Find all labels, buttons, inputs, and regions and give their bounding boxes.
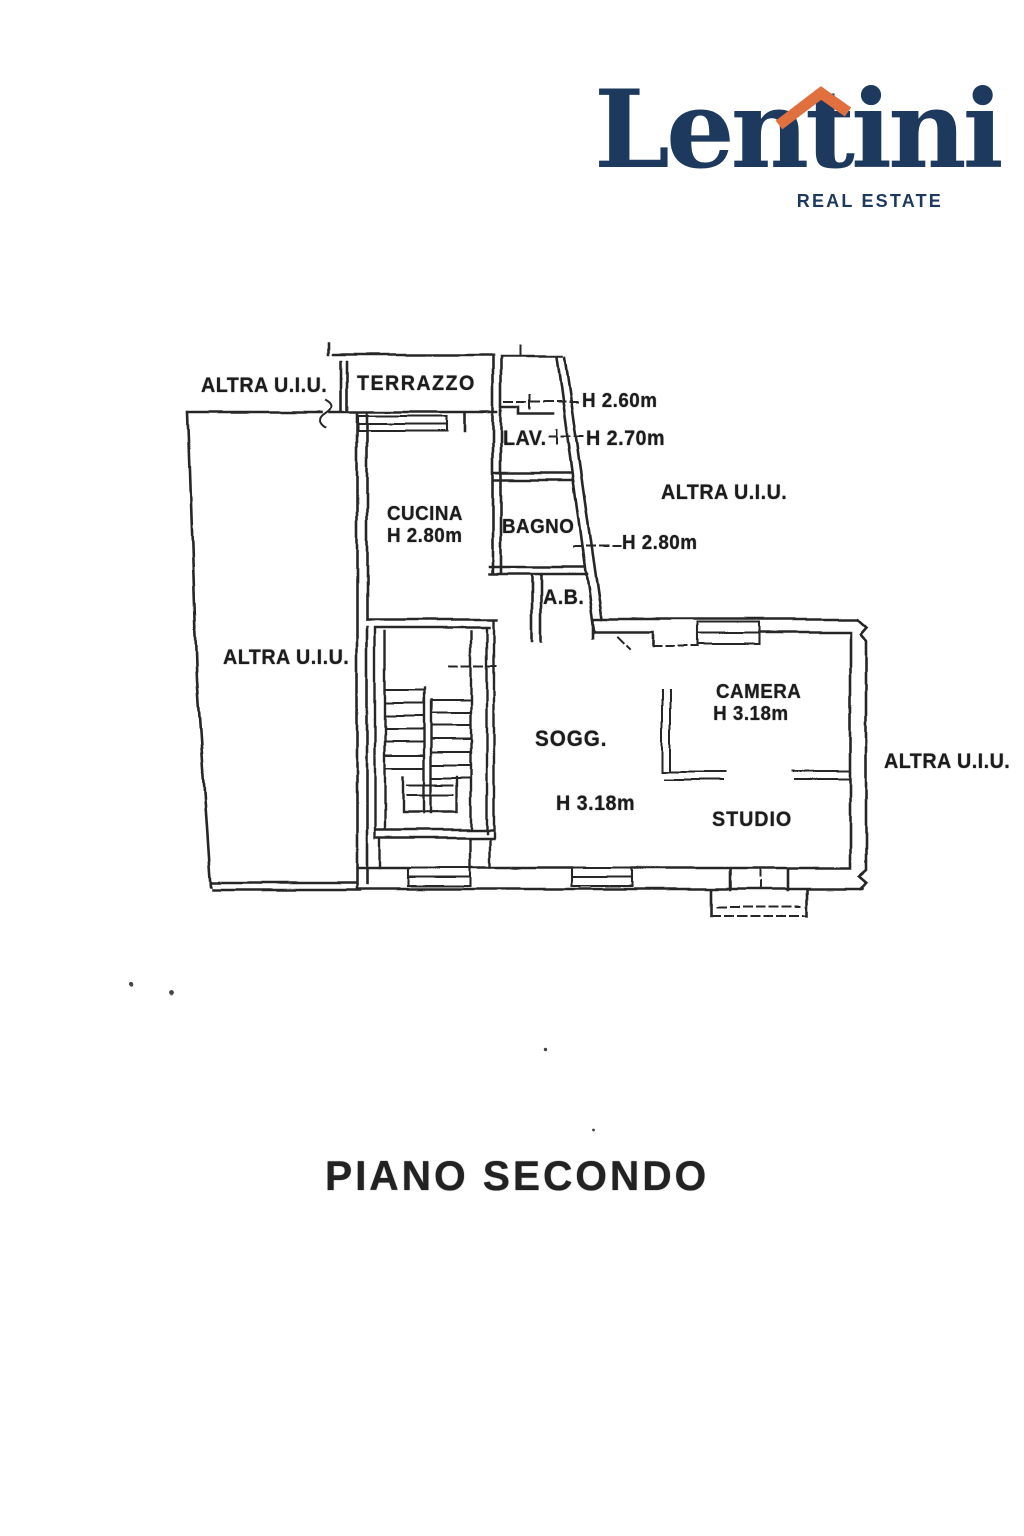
room-label-sogg: SOGG. <box>535 726 608 751</box>
room-label-terrazzo: TERRAZZO <box>357 372 476 395</box>
height-label-h280: H 2.80m <box>622 532 698 554</box>
room-label-cucina-name: CUCINA <box>387 503 463 525</box>
stair-treads <box>384 689 472 796</box>
windows <box>356 414 762 888</box>
height-label-sogg-h318: H 3.18m <box>556 792 636 815</box>
room-label-camera-name: CAMERA <box>716 681 802 703</box>
brand-tagline: REAL ESTATE <box>796 191 943 211</box>
height-label-h270: H 2.70m <box>586 427 666 450</box>
room-label-camera-height: H 3.18m <box>713 703 789 726</box>
room-label-cucina: CUCINA H 2.80m <box>387 503 463 548</box>
tick-marks <box>319 344 558 445</box>
partition-walls <box>661 689 851 781</box>
room-label-altra-uiu-left: ALTRA U.I.U. <box>223 646 350 669</box>
walls <box>186 342 868 918</box>
room-label-altra-uiu-right-upper: ALTRA U.I.U. <box>661 481 788 504</box>
room-label-ab: A.B. <box>543 586 585 609</box>
room-label-altra-uiu-top-left: ALTRA U.I.U. <box>201 374 328 397</box>
staircase <box>365 618 499 870</box>
floor-caption: PIANO SECONDO <box>325 1152 710 1199</box>
room-label-studio: STUDIO <box>712 808 793 831</box>
scan-specks <box>128 982 594 1133</box>
room-label-lav: LAV. <box>503 427 547 450</box>
dashed-lines <box>448 401 808 917</box>
room-label-bagno: BAGNO <box>502 516 575 538</box>
brand-wordmark: Lentini <box>594 67 1004 193</box>
roof-icon <box>775 86 852 130</box>
height-label-h260: H 2.60m <box>582 390 658 412</box>
room-label-cucina-height: H 2.80m <box>387 525 463 548</box>
agency-logo: Lentini REAL ESTATE <box>0 0 1024 240</box>
room-label-camera: CAMERA H 3.18m <box>713 681 802 726</box>
room-label-altra-uiu-right-lower: ALTRA U.I.U. <box>884 750 1011 773</box>
